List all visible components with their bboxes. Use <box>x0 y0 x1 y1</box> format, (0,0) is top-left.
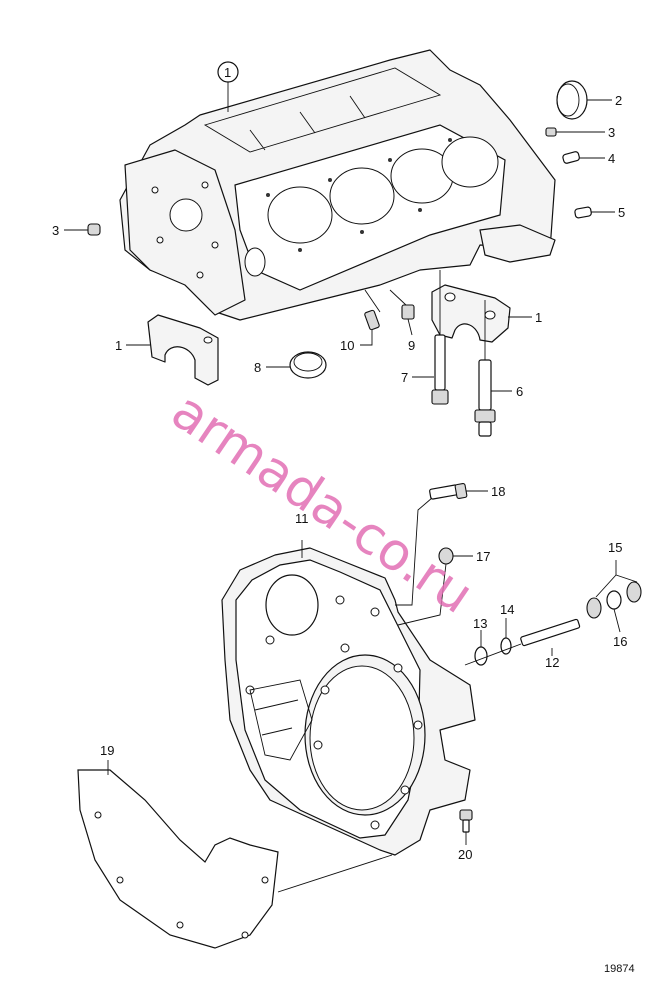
part-11-flywheel-housing <box>221 540 476 856</box>
callout-19: 19 <box>100 743 114 758</box>
callout-14: 14 <box>500 602 514 617</box>
callout-11: 11 <box>295 511 309 526</box>
part-1-left-bearing-cap <box>126 314 219 386</box>
callout-6: 6 <box>516 384 523 399</box>
part-5-sleeve <box>574 206 615 219</box>
callout-8: 8 <box>254 360 261 375</box>
callout-3-left: 3 <box>52 223 59 238</box>
callout-20: 20 <box>458 847 472 862</box>
callout-1-left: 1 <box>115 338 122 353</box>
part-3-right-plug <box>545 127 605 137</box>
part-10-fitting <box>360 289 381 346</box>
callout-5: 5 <box>618 205 625 220</box>
callout-15: 15 <box>608 540 622 555</box>
part-2-plug <box>556 80 612 120</box>
callout-16: 16 <box>613 634 627 649</box>
callout-4: 4 <box>608 151 615 166</box>
callout-13: 13 <box>473 616 487 631</box>
part-13-washer <box>474 630 488 666</box>
part-8-ring <box>266 351 327 379</box>
part-3-left-plug <box>64 223 101 236</box>
part-12-stud <box>520 618 581 656</box>
callout-2: 2 <box>615 93 622 108</box>
part-18-bolt <box>395 483 488 606</box>
callout-3-right: 3 <box>608 125 615 140</box>
part-4-sleeve <box>562 151 605 164</box>
part-6-stud <box>474 300 512 437</box>
part-14-washer <box>500 618 512 655</box>
part-7-bolt <box>412 270 449 405</box>
callout-7: 7 <box>401 370 408 385</box>
part-1-right-bearing-cap <box>431 284 532 343</box>
part-20-screw <box>459 809 473 845</box>
callout-17: 17 <box>476 549 490 564</box>
callout-1-top: 1 <box>224 65 231 80</box>
drawing-number: 19874 <box>604 963 635 975</box>
part-9-fitting <box>389 289 415 336</box>
part-15-nuts <box>586 560 642 633</box>
engine-block <box>119 49 556 321</box>
callout-1-right: 1 <box>535 310 542 325</box>
callout-12: 12 <box>545 655 559 670</box>
callout-10: 10 <box>340 338 354 353</box>
part-17-plug <box>397 547 473 626</box>
callout-9: 9 <box>408 338 415 353</box>
part-19-cover-plate <box>77 760 393 949</box>
callout-18: 18 <box>491 484 505 499</box>
